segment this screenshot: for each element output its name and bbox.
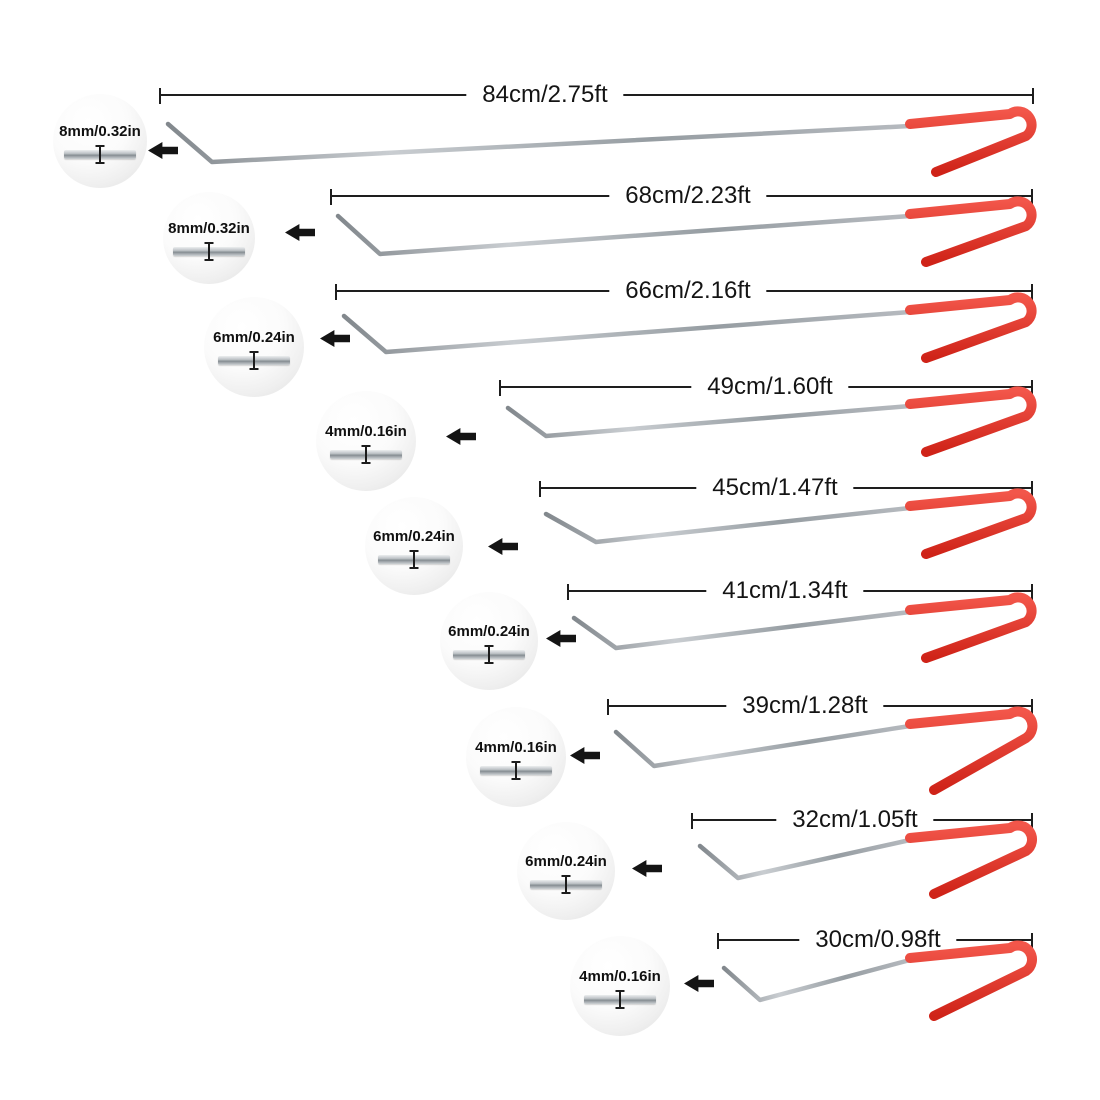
diameter-inset: 4mm/0.16in — [466, 707, 566, 807]
length-dimension-line: 45cm/1.47ft — [539, 473, 1033, 503]
rod-handle — [905, 488, 1037, 559]
length-dimension-line: 39cm/1.28ft — [607, 691, 1033, 721]
diameter-inset: 6mm/0.24in — [204, 297, 304, 397]
diameter-label: 4mm/0.16in — [325, 423, 407, 440]
diameter-tick-icon — [619, 990, 621, 1009]
rod-cross-section — [330, 445, 402, 464]
rod-illustration — [341, 292, 1037, 363]
length-label: 32cm/1.05ft — [776, 805, 934, 835]
length-dimension-line: 32cm/1.05ft — [691, 805, 1033, 835]
rod-cross-section — [480, 761, 552, 780]
diameter-label: 8mm/0.32in — [168, 220, 250, 237]
rod-handle — [905, 940, 1037, 1021]
rod-shaft — [613, 723, 913, 769]
length-dimension-line: 41cm/1.34ft — [567, 576, 1033, 606]
diameter-inset: 4mm/0.16in — [316, 391, 416, 491]
rod-illustration — [613, 706, 1038, 795]
diameter-tick-icon — [365, 445, 367, 464]
diameter-inset: 6mm/0.24in — [440, 592, 538, 690]
diameter-tick-icon — [515, 761, 517, 780]
diameter-label: 6mm/0.24in — [525, 853, 607, 870]
diameter-inset: 6mm/0.24in — [517, 822, 615, 920]
rod-cross-section — [530, 875, 602, 894]
rod-illustration — [543, 488, 1037, 559]
rod-handle — [905, 106, 1037, 177]
rod-cross-section — [64, 145, 136, 164]
rod-handle — [905, 820, 1037, 899]
rod-cross-section — [453, 645, 525, 664]
diameter-label: 6mm/0.24in — [448, 623, 530, 640]
rod-shaft — [335, 213, 913, 257]
diameter-tick-icon — [208, 242, 210, 261]
diameter-tick-icon — [253, 351, 255, 370]
length-label: 68cm/2.23ft — [609, 181, 767, 211]
length-dimension-line: 66cm/2.16ft — [335, 276, 1033, 306]
rod-handle — [905, 386, 1037, 457]
length-label: 39cm/1.28ft — [726, 691, 884, 721]
rod-shaft — [341, 309, 913, 355]
rod-shaft — [571, 609, 913, 651]
left-arrow-icon — [570, 747, 600, 764]
rod-shaft — [543, 505, 913, 545]
diameter-tick-icon — [488, 645, 490, 664]
rod-shaft — [697, 837, 913, 881]
rod-illustration — [571, 592, 1037, 663]
rod-cross-section — [218, 351, 290, 370]
left-arrow-icon — [632, 860, 662, 877]
length-dimension-line: 30cm/0.98ft — [717, 925, 1033, 955]
rod-cross-section — [584, 990, 656, 1009]
rod-handle — [905, 292, 1037, 363]
length-label: 30cm/0.98ft — [799, 925, 957, 955]
rod-cross-section — [378, 550, 450, 569]
length-label: 45cm/1.47ft — [696, 473, 854, 503]
rod-handle — [905, 196, 1037, 267]
length-label: 49cm/1.60ft — [691, 372, 849, 402]
diameter-tick-icon — [565, 875, 567, 894]
length-label: 84cm/2.75ft — [466, 80, 624, 110]
rod-illustration — [721, 940, 1037, 1021]
diameter-label: 6mm/0.24in — [213, 329, 295, 346]
length-dimension-line: 68cm/2.23ft — [330, 181, 1033, 211]
rod-shaft — [505, 403, 913, 439]
length-label: 41cm/1.34ft — [706, 576, 864, 606]
diameter-label: 6mm/0.24in — [373, 528, 455, 545]
rod-illustration — [505, 386, 1037, 457]
length-label: 66cm/2.16ft — [609, 276, 767, 306]
diameter-inset: 8mm/0.32in — [163, 192, 255, 284]
rod-handle — [905, 592, 1037, 663]
rod-cross-section — [173, 242, 245, 261]
left-arrow-icon — [488, 538, 518, 555]
diameter-inset: 6mm/0.24in — [365, 497, 463, 595]
rod-handle — [905, 706, 1038, 795]
left-arrow-icon — [285, 224, 315, 241]
rod-illustration — [697, 820, 1037, 899]
diameter-tick-icon — [413, 550, 415, 569]
length-dimension-line: 84cm/2.75ft — [159, 80, 1034, 110]
diameter-label: 8mm/0.32in — [59, 123, 141, 140]
diameter-label: 4mm/0.16in — [475, 739, 557, 756]
left-arrow-icon — [684, 975, 714, 992]
length-dimension-line: 49cm/1.60ft — [499, 372, 1033, 402]
left-arrow-icon — [446, 428, 476, 445]
rod-illustration — [335, 196, 1037, 267]
diameter-tick-icon — [99, 145, 101, 164]
rod-shaft — [721, 957, 913, 1003]
diameter-inset: 8mm/0.32in — [53, 94, 147, 188]
diameter-inset: 4mm/0.16in — [570, 936, 670, 1036]
rod-shaft — [165, 121, 913, 165]
diameter-label: 4mm/0.16in — [579, 968, 661, 985]
rod-illustration — [165, 106, 1037, 177]
